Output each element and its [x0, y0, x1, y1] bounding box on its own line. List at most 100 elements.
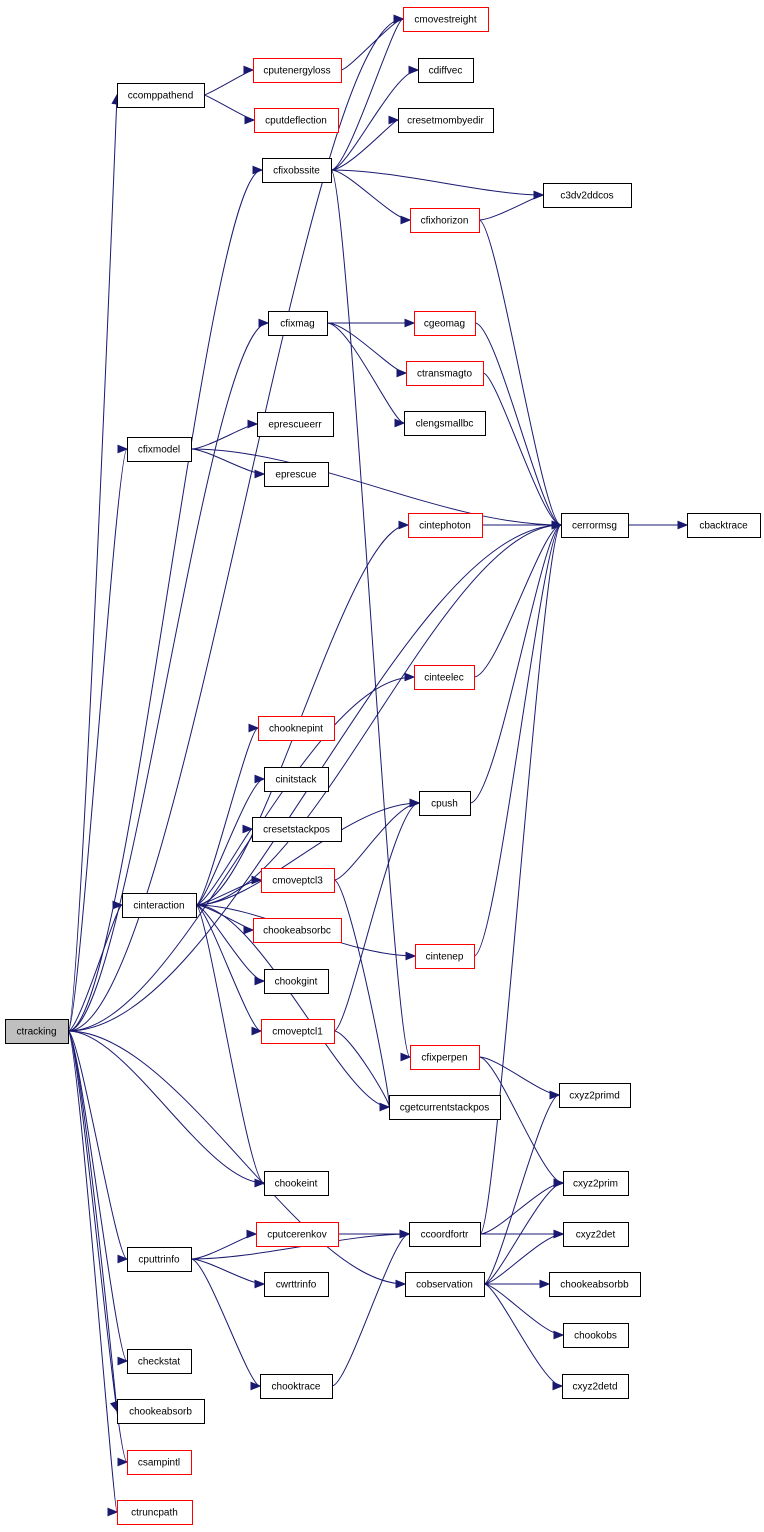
node-eprescueerr[interactable]: eprescueerr — [257, 412, 334, 437]
node-box-chookobs[interactable] — [563, 1323, 629, 1348]
node-box-c3dv2ddcos[interactable] — [543, 183, 632, 208]
node-cintephoton[interactable]: cintephoton — [408, 513, 483, 538]
node-ctruncpath[interactable]: ctruncpath — [117, 1500, 193, 1525]
node-ccoordfortr[interactable]: ccoordfortr — [409, 1222, 481, 1247]
node-cputdeflection[interactable]: cputdeflection — [254, 108, 339, 133]
node-box-chookeabsorbc[interactable] — [253, 918, 342, 943]
node-box-cinteelec[interactable] — [414, 665, 475, 690]
node-csampintl[interactable]: csampintl — [127, 1450, 192, 1475]
node-box-cinteraction[interactable] — [122, 893, 197, 918]
node-cbacktrace[interactable]: cbacktrace — [687, 513, 761, 538]
node-box-cputenergyloss[interactable] — [253, 58, 342, 83]
node-box-cgeomag[interactable] — [414, 311, 476, 336]
node-box-chookgint[interactable] — [264, 969, 329, 994]
node-box-cfixmodel[interactable] — [127, 437, 192, 462]
node-box-cxyz2det[interactable] — [563, 1222, 629, 1247]
node-box-eprescueerr[interactable] — [257, 412, 334, 437]
node-box-cxyz2detd[interactable] — [562, 1374, 629, 1399]
node-box-cobservation[interactable] — [405, 1272, 485, 1297]
node-box-clengsmallbc[interactable] — [404, 411, 486, 436]
node-box-chooktrace[interactable] — [260, 1374, 333, 1399]
node-chooktrace[interactable]: chooktrace — [260, 1374, 333, 1399]
node-box-cmovestreight[interactable] — [403, 7, 489, 32]
node-box-cintephoton[interactable] — [408, 513, 483, 538]
node-chookobs[interactable]: chookobs — [563, 1323, 629, 1348]
node-cputenergyloss[interactable]: cputenergyloss — [253, 58, 342, 83]
node-box-cwrttrinfo[interactable] — [264, 1272, 329, 1297]
node-box-chooknepint[interactable] — [258, 716, 335, 741]
node-box-cerrormsg[interactable] — [561, 513, 629, 538]
node-eprescue[interactable]: eprescue — [264, 462, 329, 487]
node-cmovestreight[interactable]: cmovestreight — [403, 7, 489, 32]
node-chookeabsorbb[interactable]: chookeabsorbb — [549, 1272, 641, 1297]
node-cputcerenkov[interactable]: cputcerenkov — [256, 1222, 339, 1247]
node-cresetstackpos[interactable]: cresetstackpos — [252, 817, 342, 842]
node-box-chookeabsorbb[interactable] — [549, 1272, 641, 1297]
node-box-chookeint[interactable] — [264, 1171, 329, 1196]
node-cobservation[interactable]: cobservation — [405, 1272, 485, 1297]
node-chookeabsorb[interactable]: chookeabsorb — [117, 1399, 205, 1424]
node-box-cputcerenkov[interactable] — [256, 1222, 339, 1247]
node-cdiffvec[interactable]: cdiffvec — [418, 58, 474, 83]
node-c3dv2ddcos[interactable]: c3dv2ddcos — [543, 183, 632, 208]
node-cerrormsg[interactable]: cerrormsg — [561, 513, 629, 538]
node-cputtrinfo[interactable]: cputtrinfo — [127, 1247, 192, 1272]
node-cmoveptcl1[interactable]: cmoveptcl1 — [261, 1019, 335, 1044]
node-box-cmoveptcl3[interactable] — [261, 868, 335, 893]
node-cfixmag[interactable]: cfixmag — [268, 311, 328, 336]
node-box-ccomppathend[interactable] — [117, 83, 205, 108]
node-chookeabsorbc[interactable]: chookeabsorbc — [253, 918, 342, 943]
node-box-cdiffvec[interactable] — [418, 58, 474, 83]
node-box-cfixobssite[interactable] — [262, 158, 332, 183]
node-ccomppathend[interactable]: ccomppathend — [117, 83, 205, 108]
node-box-cputtrinfo[interactable] — [127, 1247, 192, 1272]
node-cfixobssite[interactable]: cfixobssite — [262, 158, 332, 183]
node-cxyz2det[interactable]: cxyz2det — [563, 1222, 629, 1247]
node-box-cinitstack[interactable] — [264, 767, 329, 792]
node-box-ctracking[interactable] — [5, 1019, 69, 1044]
node-ctracking[interactable]: ctracking — [5, 1019, 69, 1044]
node-box-cresetmombyedir[interactable] — [398, 108, 494, 133]
node-box-cintenep[interactable] — [415, 944, 475, 969]
node-cgeomag[interactable]: cgeomag — [414, 311, 476, 336]
node-cresetmombyedir[interactable]: cresetmombyedir — [398, 108, 494, 133]
node-box-cgetcurrentstackpos[interactable] — [389, 1095, 501, 1120]
node-cintenep[interactable]: cintenep — [415, 944, 475, 969]
node-box-cresetstackpos[interactable] — [252, 817, 342, 842]
node-cgetcurrentstackpos[interactable]: cgetcurrentstackpos — [389, 1095, 501, 1120]
node-checkstat[interactable]: checkstat — [127, 1349, 192, 1374]
node-cinitstack[interactable]: cinitstack — [264, 767, 329, 792]
node-box-cfixhorizon[interactable] — [410, 208, 480, 233]
node-cxyz2primd[interactable]: cxyz2primd — [559, 1083, 631, 1108]
node-box-cxyz2primd[interactable] — [559, 1083, 631, 1108]
node-box-cfixperpen[interactable] — [410, 1045, 480, 1070]
node-chookgint[interactable]: chookgint — [264, 969, 329, 994]
node-box-ctruncpath[interactable] — [117, 1500, 193, 1525]
node-box-cmoveptcl1[interactable] — [261, 1019, 335, 1044]
node-clengsmallbc[interactable]: clengsmallbc — [404, 411, 486, 436]
node-box-cfixmag[interactable] — [268, 311, 328, 336]
node-box-eprescue[interactable] — [264, 462, 329, 487]
node-cinteraction[interactable]: cinteraction — [122, 893, 197, 918]
node-cfixmodel[interactable]: cfixmodel — [127, 437, 192, 462]
node-box-cbacktrace[interactable] — [687, 513, 761, 538]
node-cxyz2detd[interactable]: cxyz2detd — [562, 1374, 629, 1399]
node-cinteelec[interactable]: cinteelec — [414, 665, 475, 690]
node-ctransmagto[interactable]: ctransmagto — [406, 361, 484, 386]
node-box-csampintl[interactable] — [127, 1450, 192, 1475]
node-chookeint[interactable]: chookeint — [264, 1171, 329, 1196]
node-cpush[interactable]: cpush — [419, 791, 471, 816]
node-cfixhorizon[interactable]: cfixhorizon — [410, 208, 480, 233]
node-box-cxyz2prim[interactable] — [563, 1171, 629, 1196]
node-box-ctransmagto[interactable] — [406, 361, 484, 386]
node-box-chookeabsorb[interactable] — [117, 1399, 205, 1424]
node-cwrttrinfo[interactable]: cwrttrinfo — [264, 1272, 329, 1297]
node-cxyz2prim[interactable]: cxyz2prim — [563, 1171, 629, 1196]
node-box-checkstat[interactable] — [127, 1349, 192, 1374]
node-box-cputdeflection[interactable] — [254, 108, 339, 133]
node-box-ccoordfortr[interactable] — [409, 1222, 481, 1247]
node-chooknepint[interactable]: chooknepint — [258, 716, 335, 741]
node-box-cpush[interactable] — [419, 791, 471, 816]
node-cmoveptcl3[interactable]: cmoveptcl3 — [261, 868, 335, 893]
node-cfixperpen[interactable]: cfixperpen — [410, 1045, 480, 1070]
